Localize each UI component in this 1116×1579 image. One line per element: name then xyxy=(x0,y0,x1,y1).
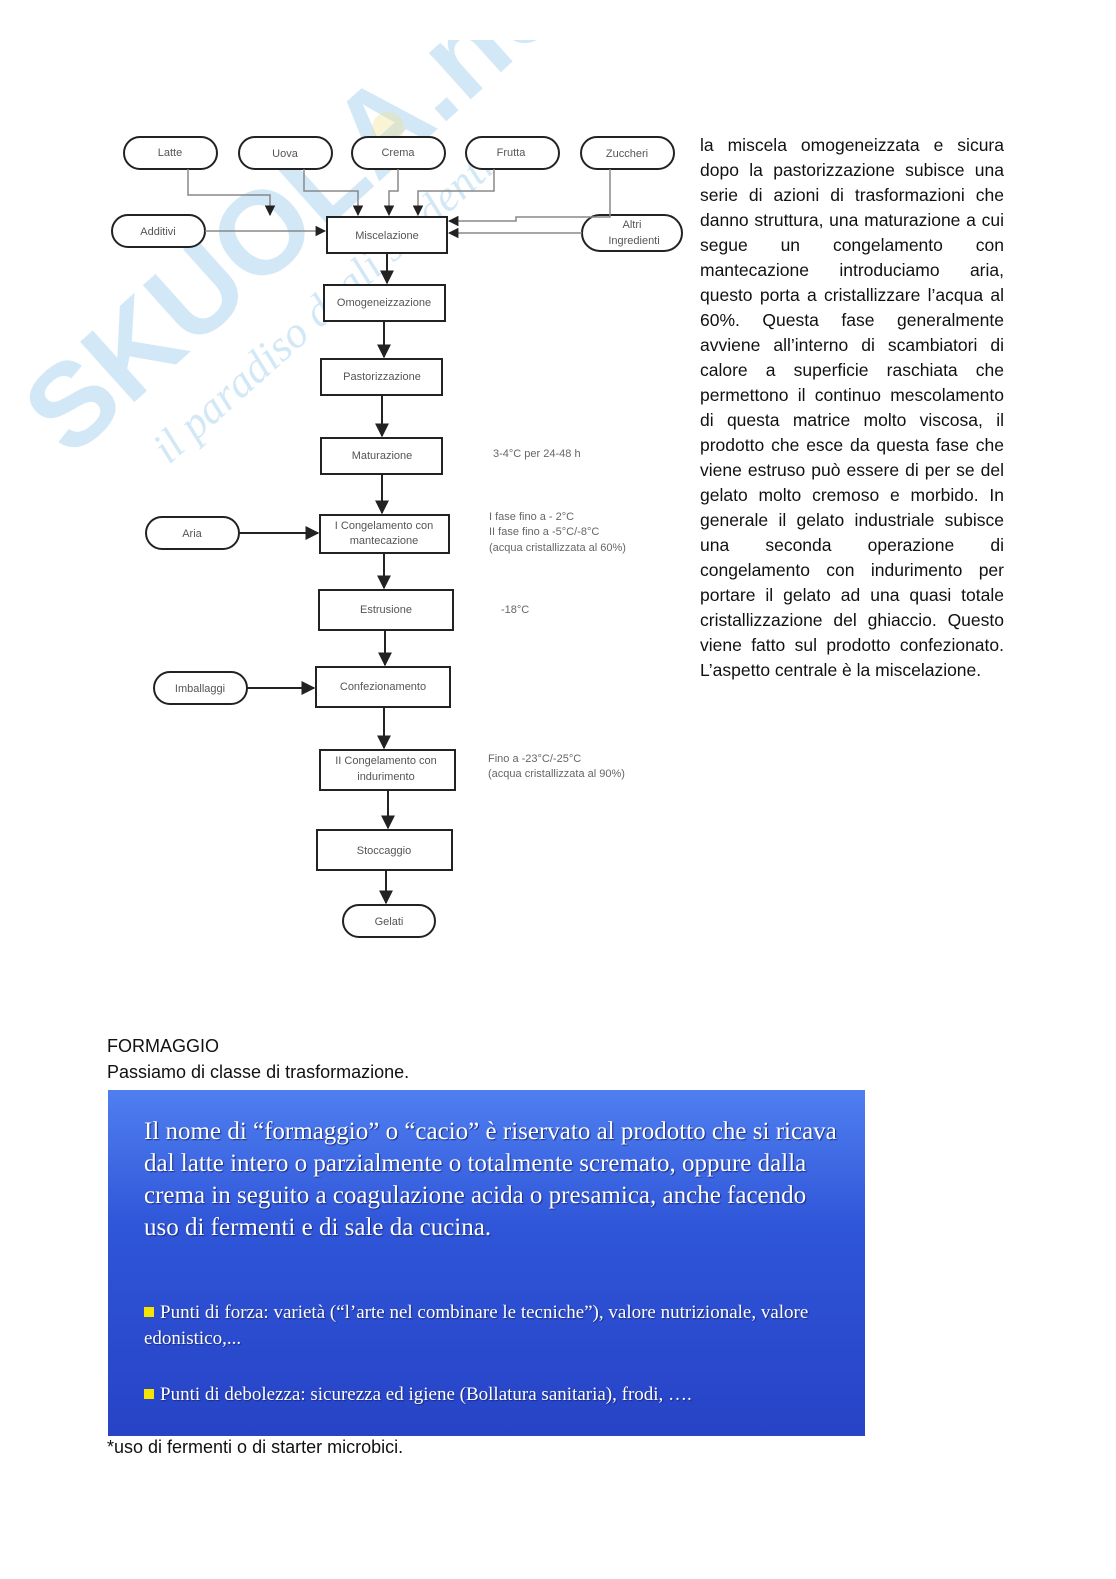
step-confezionamento-label: Confezionamento xyxy=(340,681,426,693)
footnote: *uso di fermenti o di starter microbici. xyxy=(107,1437,404,1457)
step-congelamento2-label-1: II Congelamento con xyxy=(335,755,437,767)
step-pastorizzazione-label: Pastorizzazione xyxy=(343,371,421,383)
input-uova-label: Uova xyxy=(272,148,299,160)
input-uova-node xyxy=(238,136,333,170)
input-latte-label: Latte xyxy=(158,147,182,159)
step-estrusione-node xyxy=(318,589,454,631)
input-aria-label: Aria xyxy=(182,528,202,540)
formaggio-definition-slide: Il nome di “formaggio” o “cacio” è riser… xyxy=(108,1090,865,1436)
note-congelamento2-a: Fino a -23°C/-25°C xyxy=(488,753,581,765)
step-omogeneizzazione-label: Omogeneizzazione xyxy=(337,297,431,309)
edge-uova xyxy=(303,169,364,217)
bullet-square-icon xyxy=(144,1307,154,1317)
slide-point-strengths: Punti di forza: varietà (“l’arte nel com… xyxy=(144,1300,856,1352)
step-congelamento1-label-1: I Congelamento con xyxy=(335,520,433,532)
step-miscelazione-node xyxy=(326,216,448,254)
note-congelamento1-c: (acqua cristallizzata al 60%) xyxy=(489,542,626,554)
note-congelamento2-b: (acqua cristallizzata al 90%) xyxy=(488,768,625,780)
slide-point-weaknesses-text: Punti di debolezza: sicurezza ed igiene … xyxy=(160,1384,692,1405)
input-zuccheri-node xyxy=(580,136,675,170)
edge-latte xyxy=(187,169,276,217)
step-miscelazione-label: Miscelazione xyxy=(355,230,419,242)
step-congelamento2-label-2: indurimento xyxy=(357,771,414,783)
process-description-paragraph: la miscela omogeneizzata e sicura dopo l… xyxy=(700,135,1004,680)
step-stoccaggio-label: Stoccaggio xyxy=(357,845,411,857)
edge-zuccheri xyxy=(447,169,611,227)
section-subtitle: Passiamo di classe di trasformazione. xyxy=(107,1062,410,1082)
note-estrusione: -18°C xyxy=(501,604,529,616)
step-confezionamento-node xyxy=(315,666,451,708)
input-additivi-label: Additivi xyxy=(140,226,175,238)
input-crema-label: Crema xyxy=(381,147,415,159)
step-gelati-label: Gelati xyxy=(375,916,404,928)
input-frutta-label: Frutta xyxy=(497,147,527,159)
note-maturazione: 3-4°C per 24-48 h xyxy=(493,448,581,460)
edge-crema xyxy=(383,169,399,217)
input-zuccheri-label: Zuccheri xyxy=(606,148,648,160)
input-latte-node xyxy=(123,136,218,170)
step-maturazione-label: Maturazione xyxy=(352,450,413,462)
step-estrusione-label: Estrusione xyxy=(360,604,412,616)
input-frutta-node xyxy=(465,136,560,170)
step-gelati-node xyxy=(342,904,436,938)
slide-definition-text: Il nome di “formaggio” o “cacio” è riser… xyxy=(144,1118,837,1241)
input-ingredienti-label: Ingredienti xyxy=(608,235,659,247)
step-congelamento1-node xyxy=(319,514,450,554)
section-title: FORMAGGIO xyxy=(107,1036,219,1056)
edge-frutta xyxy=(412,169,495,217)
note-congelamento1-a: I fase fino a - 2°C xyxy=(489,511,574,523)
step-stoccaggio-node xyxy=(316,829,453,871)
step-omogeneizzazione-node xyxy=(323,284,446,322)
step-pastorizzazione-node xyxy=(320,358,443,396)
input-altri-label: Altri xyxy=(623,219,642,231)
slide-point-weaknesses: Punti di debolezza: sicurezza ed igiene … xyxy=(144,1382,856,1408)
step-congelamento1-label-2: mantecazione xyxy=(350,535,419,547)
ice-cream-process-flowchart: Latte Uova Crema Frutta Zuccheri Additiv… xyxy=(111,136,683,938)
slide-point-strengths-text: Punti di forza: varietà (“l’arte nel com… xyxy=(144,1302,809,1349)
bullet-square-icon xyxy=(144,1389,154,1399)
input-imballaggi-label: Imballaggi xyxy=(175,683,225,695)
note-congelamento1-b: II fase fino a -5°C/-8°C xyxy=(489,526,599,538)
